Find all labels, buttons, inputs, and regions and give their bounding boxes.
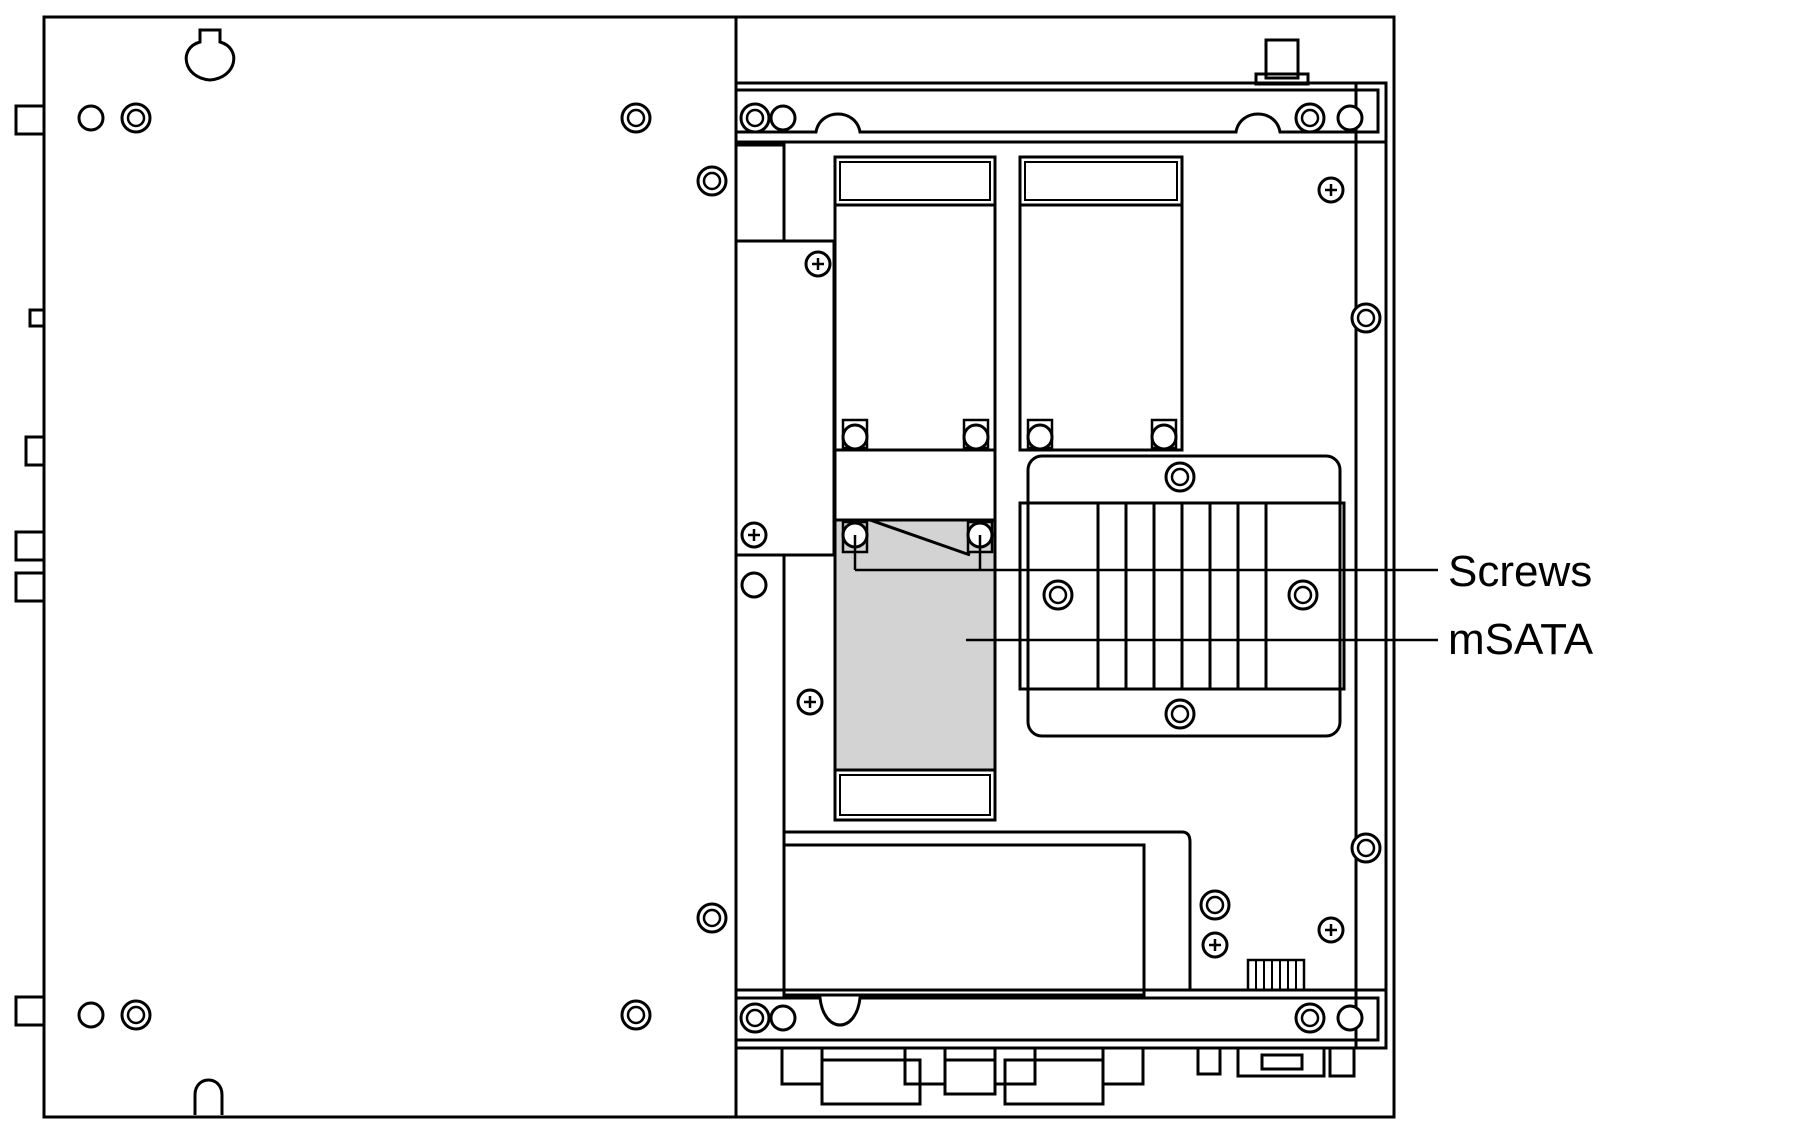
minipcie-slot-1 — [833, 155, 997, 452]
msata-card — [833, 448, 997, 822]
heatsink — [1018, 454, 1346, 738]
msata-label: mSATA — [1448, 615, 1594, 664]
minipcie-slot-2 — [1018, 155, 1184, 452]
rear-io-ports — [780, 1046, 1356, 1106]
chassis — [734, 15, 1396, 1119]
screws-label: Screws — [1448, 547, 1592, 596]
callout-lines — [853, 535, 1438, 642]
left-cover-panel — [14, 15, 738, 1119]
lower-board — [782, 830, 1306, 997]
